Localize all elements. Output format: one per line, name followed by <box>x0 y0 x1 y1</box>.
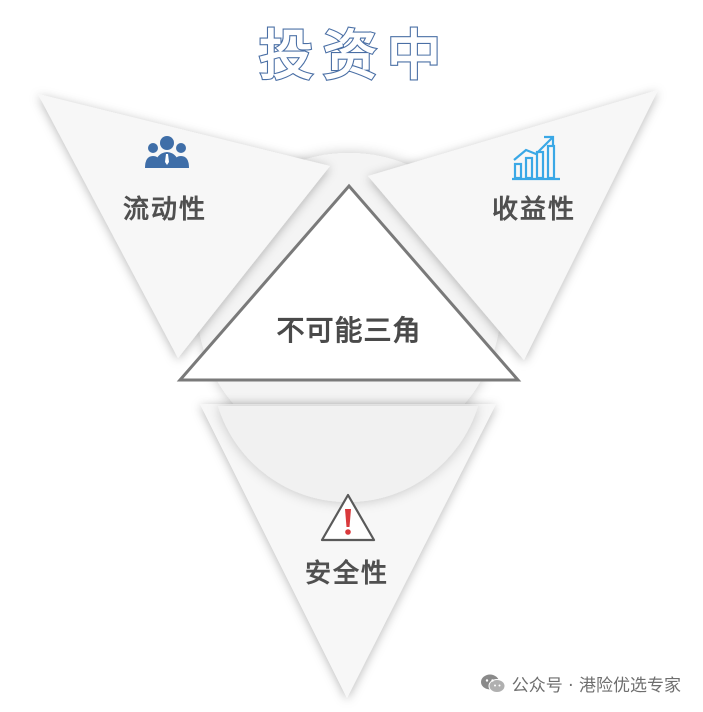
watermark-text: 公众号 · 港险优选专家 <box>511 676 681 696</box>
diagram-title: 投资中 <box>259 24 451 87</box>
center-triangle <box>176 183 522 382</box>
lower-arc-cutout <box>218 406 478 503</box>
growth-chart-icon <box>512 135 560 181</box>
people-icon <box>145 136 189 168</box>
watermark: 公众号 · 港险优选专家 <box>480 671 681 696</box>
center-label: 不可能三角 <box>276 314 421 347</box>
return-label: 收益性 <box>492 195 576 225</box>
left-triangle <box>38 94 330 358</box>
right-triangle <box>368 90 658 360</box>
wechat-icon <box>480 674 506 693</box>
warning-icon <box>320 493 376 542</box>
safety-label: 安全性 <box>305 558 389 589</box>
liquidity-label: 流动性 <box>123 195 207 225</box>
